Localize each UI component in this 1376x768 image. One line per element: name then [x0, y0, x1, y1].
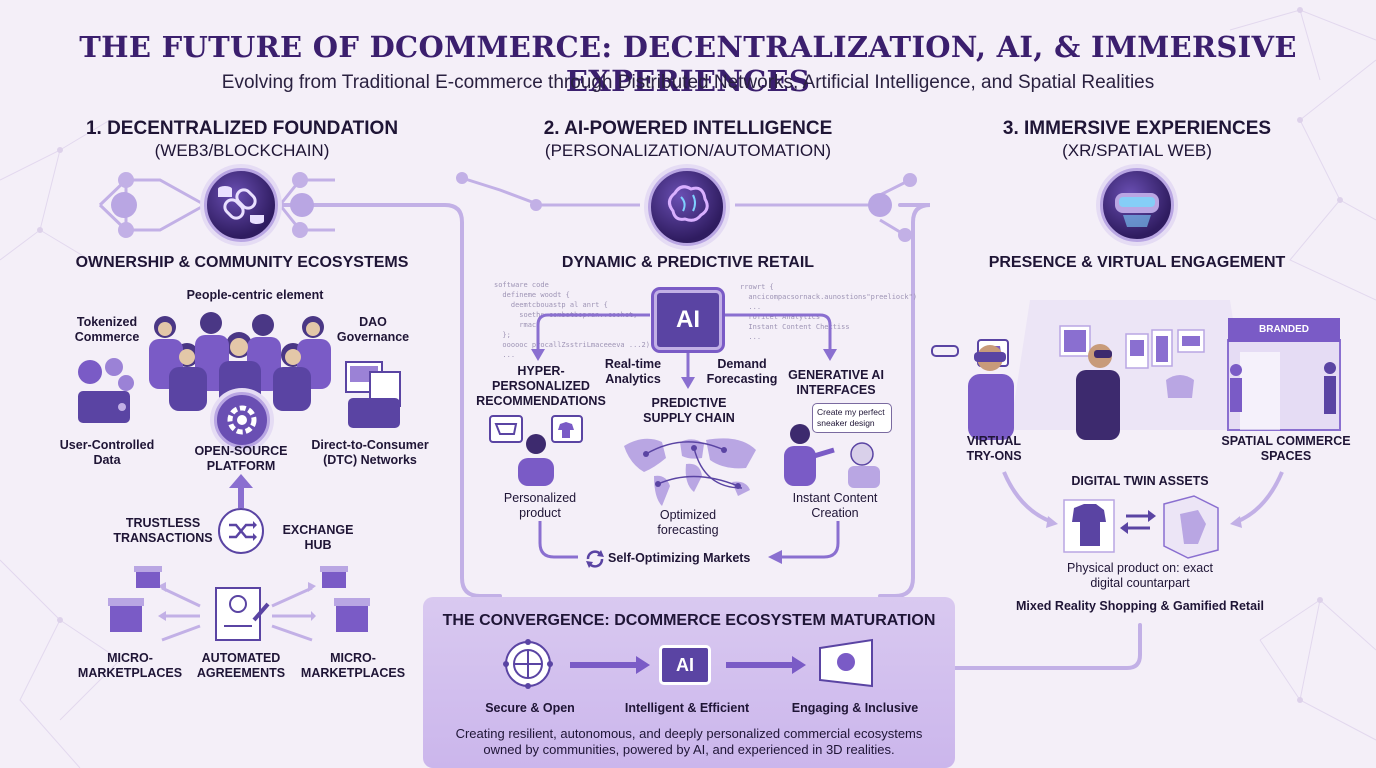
- virtual-store-illustration: [931, 300, 1341, 440]
- instant-content-label: Instant Content Creation: [792, 491, 878, 520]
- ai-chip-icon: AI: [654, 290, 722, 350]
- people-centric-label: People-centric element: [186, 288, 324, 302]
- col2-subheading: (PERSONALIZATION/AUTOMATION): [544, 141, 832, 160]
- digital-twin-label: DIGITAL TWIN ASSETS: [1071, 474, 1209, 488]
- hyper-personalized-label: HYPER- PERSONALIZED RECOMMENDATIONS: [476, 364, 606, 408]
- page-subtitle: Evolving from Traditional E-commerce thr…: [221, 72, 1155, 93]
- generative-ai-label: GENERATIVE AI INTERFACES: [788, 368, 884, 397]
- col2-section-title: DYNAMIC & PREDICTIVE RETAIL: [561, 254, 815, 271]
- demand-forecasting-label: Demand Forecasting: [706, 357, 778, 386]
- col3-section-title: PRESENCE & VIRTUAL ENGAGEMENT: [988, 254, 1286, 271]
- mixed-reality-label: Mixed Reality Shopping & Gamified Retail: [1016, 599, 1264, 613]
- spatial-commerce-label: SPATIAL COMMERCE SPACES: [1221, 434, 1351, 463]
- tokenized-commerce-label: Tokenized Commerce: [74, 315, 140, 344]
- branded-sign: BRANDED: [1228, 318, 1340, 342]
- engaging-inclusive-label: Engaging & Inclusive: [791, 701, 919, 715]
- secure-open-label: Secure & Open: [485, 701, 575, 715]
- gear-icon: [214, 392, 270, 448]
- ai-flow-arrows: [531, 313, 840, 564]
- chain-link-database-icon: [204, 168, 278, 242]
- col1-heading: 1. DECENTRALIZED FOUNDATION: [85, 118, 399, 139]
- optimized-forecasting-label: Optimized forecasting: [657, 508, 719, 537]
- physical-product-label: Physical product on: exact digital count…: [1067, 561, 1213, 590]
- micro-marketplaces-right-label: MICRO- MARKETPLACES: [300, 651, 406, 680]
- micro-marketplaces-left-label: MICRO- MARKETPLACES: [77, 651, 183, 680]
- user-controlled-data-label: User-Controlled Data: [59, 438, 155, 467]
- speech-bubble: Create my perfect sneaker design: [812, 403, 892, 433]
- ai-chip-small-icon: AI: [659, 645, 711, 685]
- open-source-platform-label: OPEN-SOURCE PLATFORM: [194, 444, 288, 473]
- self-optimizing-markets-label: Self-Optimizing Markets: [608, 551, 751, 565]
- col1-section-title: OWNERSHIP & COMMUNITY ECOSYSTEMS: [75, 254, 409, 271]
- token-wallet-icon: [78, 358, 134, 423]
- dao-documents-icon: [345, 361, 401, 428]
- automated-agreements-label: AUTOMATED AGREEMENTS: [196, 651, 286, 680]
- exchange-hub-label: EXCHANGE HUB: [282, 523, 354, 552]
- up-arrow: [229, 474, 253, 508]
- vr-headset-icon: [1100, 168, 1174, 242]
- trustless-transactions-label: TRUSTLESS TRANSACTIONS: [113, 516, 213, 545]
- convergence-flow: [503, 638, 873, 689]
- col3-subheading: (XR/SPATIAL WEB): [1062, 141, 1212, 160]
- intelligent-efficient-label: Intelligent & Efficient: [624, 701, 750, 715]
- convergence-heading: THE CONVERGENCE: DCOMMERCE ECOSYSTEM MAT…: [442, 612, 936, 629]
- dtc-networks-label: Direct-to-Consumer (DTC) Networks: [311, 438, 429, 467]
- person-robot-icon: [784, 424, 880, 488]
- community-people-illustration: [149, 312, 331, 411]
- marketplace-flow: [108, 566, 370, 642]
- dao-governance-label: DAO Governance: [336, 315, 410, 344]
- refresh-cycle-icon: [586, 550, 604, 568]
- world-map-icon: [624, 438, 756, 506]
- convergence-summary: Creating resilient, autonomous, and deep…: [455, 726, 923, 757]
- shuffle-exchange-icon: [218, 508, 264, 554]
- code-snippet-right: rrowrt { ancicompacsornack.aunostions"pr…: [740, 283, 918, 341]
- page-title: THE FUTURE OF DCOMMERCE: DECENTRALIZATIO…: [79, 30, 1297, 98]
- digital-twin-flow: [1002, 471, 1284, 559]
- col1-subheading: (WEB3/BLOCKCHAIN): [154, 141, 330, 160]
- brain-icon: [648, 168, 726, 246]
- predictive-supply-chain-label: PREDICTIVE SUPPLY CHAIN: [643, 396, 735, 425]
- virtual-tryons-label: VIRTUAL TRY-ONS: [966, 434, 1022, 463]
- shopping-person-icon: [489, 415, 583, 486]
- col2-heading: 2. AI-POWERED INTELLIGENCE: [543, 118, 833, 139]
- realtime-analytics-label: Real-time Analytics: [604, 357, 662, 386]
- col3-heading: 3. IMMERSIVE EXPERIENCES: [1002, 118, 1272, 139]
- personalized-product-label: Personalized product: [503, 491, 577, 520]
